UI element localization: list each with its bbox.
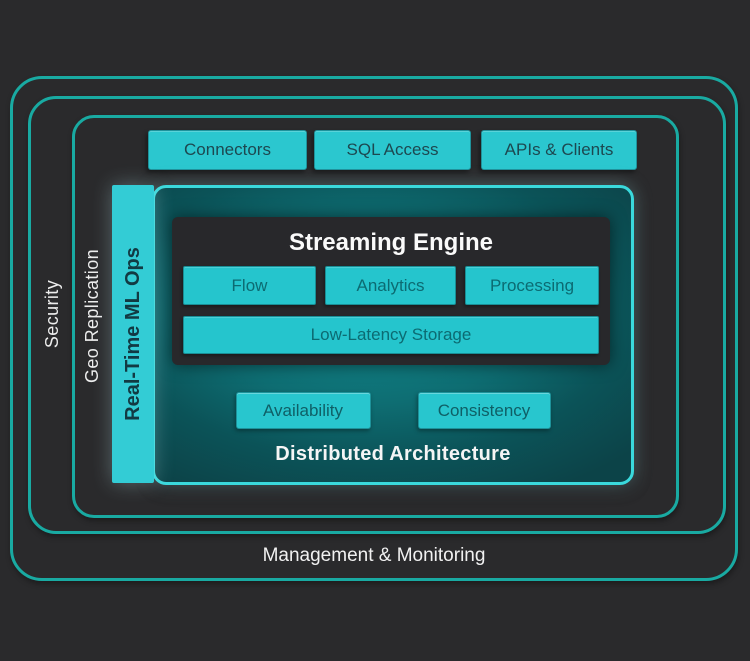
security-ring — [28, 96, 726, 534]
streaming-engine-title: Streaming Engine — [288, 229, 494, 256]
security-label-text: Security — [41, 279, 62, 349]
processing-node: Processing — [465, 266, 599, 305]
distributed-architecture-panel: Streaming Engine Flow Analytics Processi… — [152, 185, 634, 485]
low-latency-storage-node: Low-Latency Storage — [183, 316, 599, 354]
flow-node: Flow — [183, 266, 316, 305]
management-monitoring-ring — [10, 76, 738, 581]
availability-node: Availability — [235, 392, 371, 429]
realtime-mlops-label: Real-Time ML Ops — [121, 247, 144, 421]
distributed-architecture-label: Distributed Architecture — [275, 443, 511, 465]
geo-replication-ring — [72, 115, 679, 518]
sql-access-node: SQL Access — [314, 130, 471, 170]
connectors-node: Connectors — [148, 130, 307, 170]
geo-replication-label: Geo Replication — [81, 206, 103, 426]
management-monitoring-label: Management & Monitoring — [262, 545, 486, 566]
geo-replication-label-text: Geo Replication — [81, 248, 102, 384]
properties-row: Availability Consistency — [155, 392, 631, 429]
streaming-engine-box: Streaming Engine Flow Analytics Processi… — [172, 217, 610, 365]
consistency-node: Consistency — [417, 392, 551, 429]
security-label: Security — [41, 204, 63, 424]
apis-clients-node: APIs & Clients — [481, 130, 637, 170]
engine-module-row: Flow Analytics Processing — [183, 266, 599, 305]
analytics-node: Analytics — [325, 266, 456, 305]
realtime-mlops-bar: Real-Time ML Ops — [112, 185, 154, 483]
